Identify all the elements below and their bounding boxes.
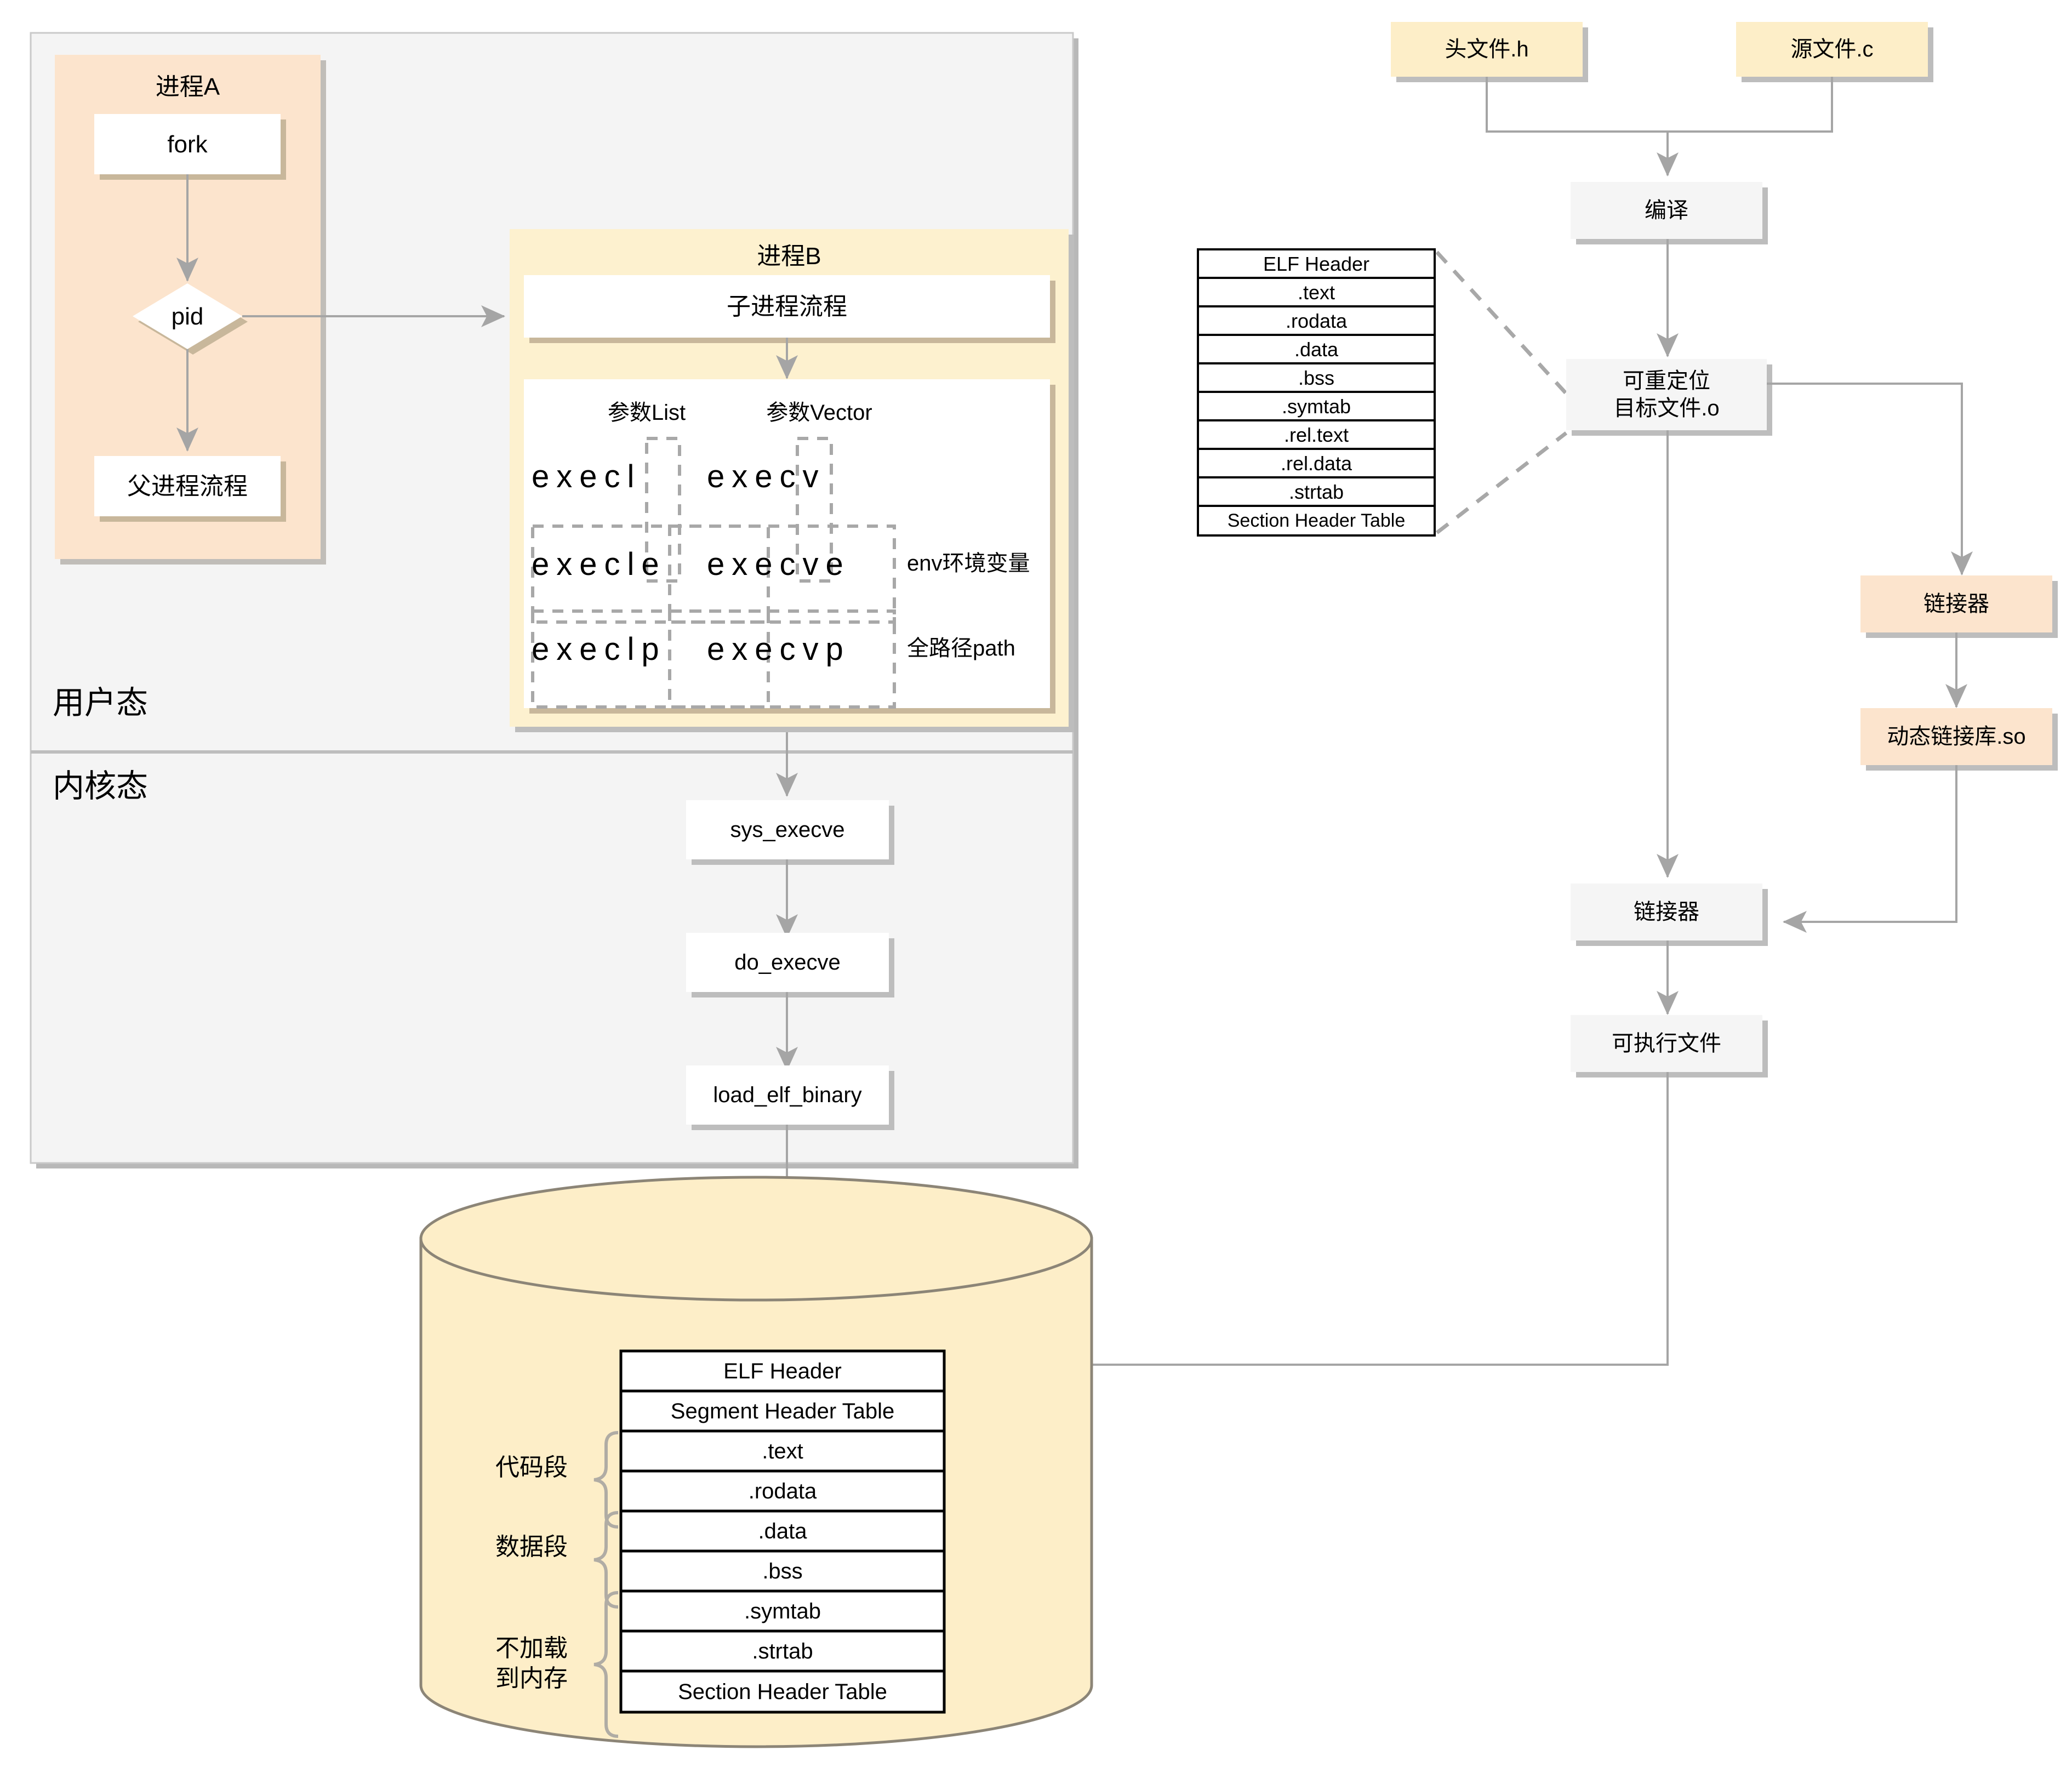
parent-flow-box[interactable]: 父进程流程 (127, 472, 248, 500)
param-vector-header: 参数Vector (766, 401, 872, 425)
object-table-row: Section Header Table (1227, 510, 1406, 531)
pid-diamond-shape (133, 283, 248, 355)
exec-dashed-groups (531, 437, 896, 709)
object-table-row: .symtab (1281, 395, 1351, 418)
source-file-box[interactable]: 源文件.c (1790, 37, 1874, 61)
compile-box-shape (1571, 182, 1768, 244)
param-list-header: 参数List (607, 401, 686, 425)
fork-box[interactable]: fork (167, 130, 208, 158)
child-flow-box[interactable]: 子进程流程 (727, 293, 847, 320)
memory-image-table-shape (619, 1349, 946, 1714)
object-table-row: .rel.text (1283, 423, 1349, 446)
sys-execve-box-shape (686, 800, 894, 865)
exec-vector-row-1: execve (707, 546, 851, 582)
memory-table-row: Section Header Table (678, 1679, 887, 1704)
user-mode-label: 用户态 (53, 685, 149, 721)
object-table-row: .bss (1298, 366, 1335, 389)
exec-note-row-2: 全路径path (907, 636, 1015, 660)
fork-box-shape (94, 114, 286, 180)
exec-panel-shape (524, 379, 1055, 714)
do-execve-box[interactable]: do_execve (734, 950, 841, 974)
object-table-row: .strtab (1288, 480, 1344, 503)
kernel-mode-label: 内核态 (53, 768, 149, 804)
pid-decision[interactable]: pid (171, 303, 204, 330)
compile-box[interactable]: 编译 (1645, 198, 1688, 223)
memory-brace-label-code: 代码段 (495, 1453, 568, 1481)
memory-table-row: .rodata (748, 1479, 817, 1503)
object-file-table-shape (1197, 248, 1436, 537)
exec-list-row-2: execlp (532, 631, 666, 667)
memory-table-row: ELF Header (723, 1359, 842, 1383)
compile-merge-connector (1486, 77, 1833, 133)
memory-table-row: .bss (762, 1559, 803, 1583)
memory-table-row: .data (758, 1519, 807, 1543)
relocatable-to-dynamic-linker (1767, 383, 1963, 556)
header-file-box[interactable]: 头文件.h (1445, 37, 1529, 61)
memory-brace-label-data: 数据段 (495, 1533, 568, 1560)
memory-table-row: .text (762, 1439, 803, 1463)
memory-brace-group (593, 1431, 619, 1738)
load-elf-binary-box[interactable]: load_elf_binary (713, 1083, 862, 1107)
parent-flow-box-shape (94, 456, 286, 522)
source-file-box-shape (1736, 22, 1933, 82)
shared-object-box[interactable]: 动态链接库.so (1887, 725, 2026, 749)
object-table-row: .rel.data (1280, 452, 1352, 475)
child-flow-box-shape (524, 275, 1055, 343)
relocatable-object-box-shape (1566, 359, 1772, 436)
dynamic-linker-box[interactable]: 链接器 (1923, 592, 1989, 616)
exec-list-row-1: execle (532, 546, 666, 582)
process-a-title: 进程A (155, 73, 220, 100)
memory-table-row: Segment Header Table (670, 1399, 895, 1423)
object-table-row: ELF Header (1263, 252, 1370, 275)
object-table-row: .rodata (1285, 309, 1348, 332)
executable-box[interactable]: 可执行文件 (1612, 1031, 1721, 1056)
process-b-title: 进程B (757, 242, 821, 270)
exec-vector-row-2: execvp (707, 631, 851, 667)
executable-box-shape (1571, 1015, 1768, 1078)
memory-table-row: .strtab (752, 1639, 813, 1663)
object-table-row: .text (1297, 281, 1335, 304)
object-table-row: .data (1294, 338, 1339, 361)
dynamic-linker-box-shape (1860, 575, 2058, 638)
shared-object-box-shape (1860, 708, 2058, 771)
final-linker-box-shape (1571, 883, 1768, 946)
exec-note-row-1: env环境变量 (907, 551, 1030, 575)
memory-brace-label-notload: 不加载 到内存 (495, 1635, 568, 1692)
relocatable-object-box[interactable]: 可重定位 目标文件.o (1613, 369, 1720, 420)
exec-list-row-0: execl (532, 458, 642, 494)
do-execve-box-shape (686, 933, 894, 997)
memory-table-row: .symtab (744, 1599, 821, 1623)
object-table-dashed-connectors (1435, 250, 1568, 534)
load-elf-binary-box-shape (686, 1065, 894, 1130)
shared-object-to-linker (1803, 765, 1957, 923)
header-file-box-shape (1391, 22, 1588, 82)
final-linker-box[interactable]: 链接器 (1634, 900, 1699, 924)
sys-execve-box[interactable]: sys_execve (730, 818, 845, 842)
executable-to-memory-connector (964, 1072, 1669, 1366)
exec-vector-row-0: execv (707, 458, 826, 494)
